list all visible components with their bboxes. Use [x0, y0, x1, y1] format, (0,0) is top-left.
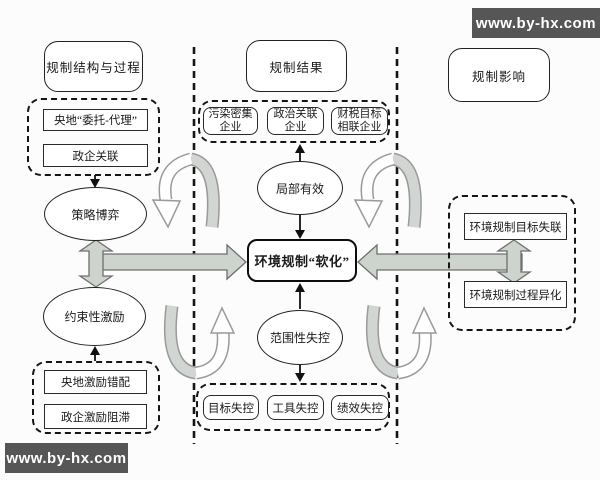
- curved-arrow-top-right: [353, 152, 422, 229]
- watermark-top-right: www.by-hx.com: [472, 8, 600, 38]
- box-central-local-agency: 央地“委托-代理”: [43, 109, 148, 131]
- box-politically-connected-firms: 政治关联 企业: [267, 107, 324, 135]
- ellipse-constraint-incentive: 约束性激励: [43, 287, 146, 346]
- group-regulation-impact: [448, 195, 576, 331]
- connector-arrow-scope-to-center: [295, 283, 305, 309]
- curved-arrow-top-left: [151, 152, 220, 229]
- ellipse-scope-loss: 范围性失控: [257, 310, 343, 365]
- box-fiscal-linked-firms: 财税目标 相联企业: [331, 107, 388, 135]
- box-pollution-intensive-firms: 污染密集 企业: [203, 107, 258, 135]
- block-arrow-right-to-center: [357, 243, 523, 281]
- curved-arrow-bottom-left: [163, 305, 236, 380]
- curved-arrow-bottom-right: [365, 305, 438, 380]
- group-incentive-failure: [32, 361, 160, 434]
- connector-arrow-incentive-to-constraint: [90, 346, 100, 361]
- ellipse-partial-effectiveness: 局部有效: [257, 161, 343, 215]
- block-arrow-left-to-center: [95, 243, 247, 281]
- box-incentive-mismatch: 央地激励错配: [44, 370, 147, 394]
- box-target-loss: 目标失控: [203, 395, 259, 420]
- box-incentive-block: 政企激励阻滞: [44, 404, 147, 429]
- group-control-loss: [196, 383, 390, 431]
- ellipse-strategic-game: 策略博弈: [44, 187, 147, 241]
- header-impact-box: 规制影响: [448, 48, 550, 102]
- header-structure-box: 规制结构与过程: [44, 41, 143, 92]
- group-central-local-mechanism: [27, 98, 160, 176]
- header-result-box: 规制结果: [246, 40, 347, 92]
- connector-arrow-partial-to-center: [295, 215, 305, 239]
- connector-arrow-scope-to-loss-group: [295, 365, 305, 382]
- box-performance-loss: 绩效失控: [331, 395, 389, 420]
- center-box-regulation-softening: 环境规制“软化”: [247, 239, 357, 282]
- box-goal-disconnection: 环境规制目标失联: [464, 213, 567, 240]
- box-tool-loss: 工具失控: [267, 395, 324, 420]
- watermark-bottom-left: www.by-hx.com: [5, 443, 128, 473]
- connector-arrow-partial-to-firm-group: [295, 144, 305, 161]
- box-gov-firm-relation: 政企关联: [43, 144, 148, 167]
- group-firm-types: [198, 100, 390, 143]
- box-process-alienation: 环境规制过程异化: [464, 281, 567, 308]
